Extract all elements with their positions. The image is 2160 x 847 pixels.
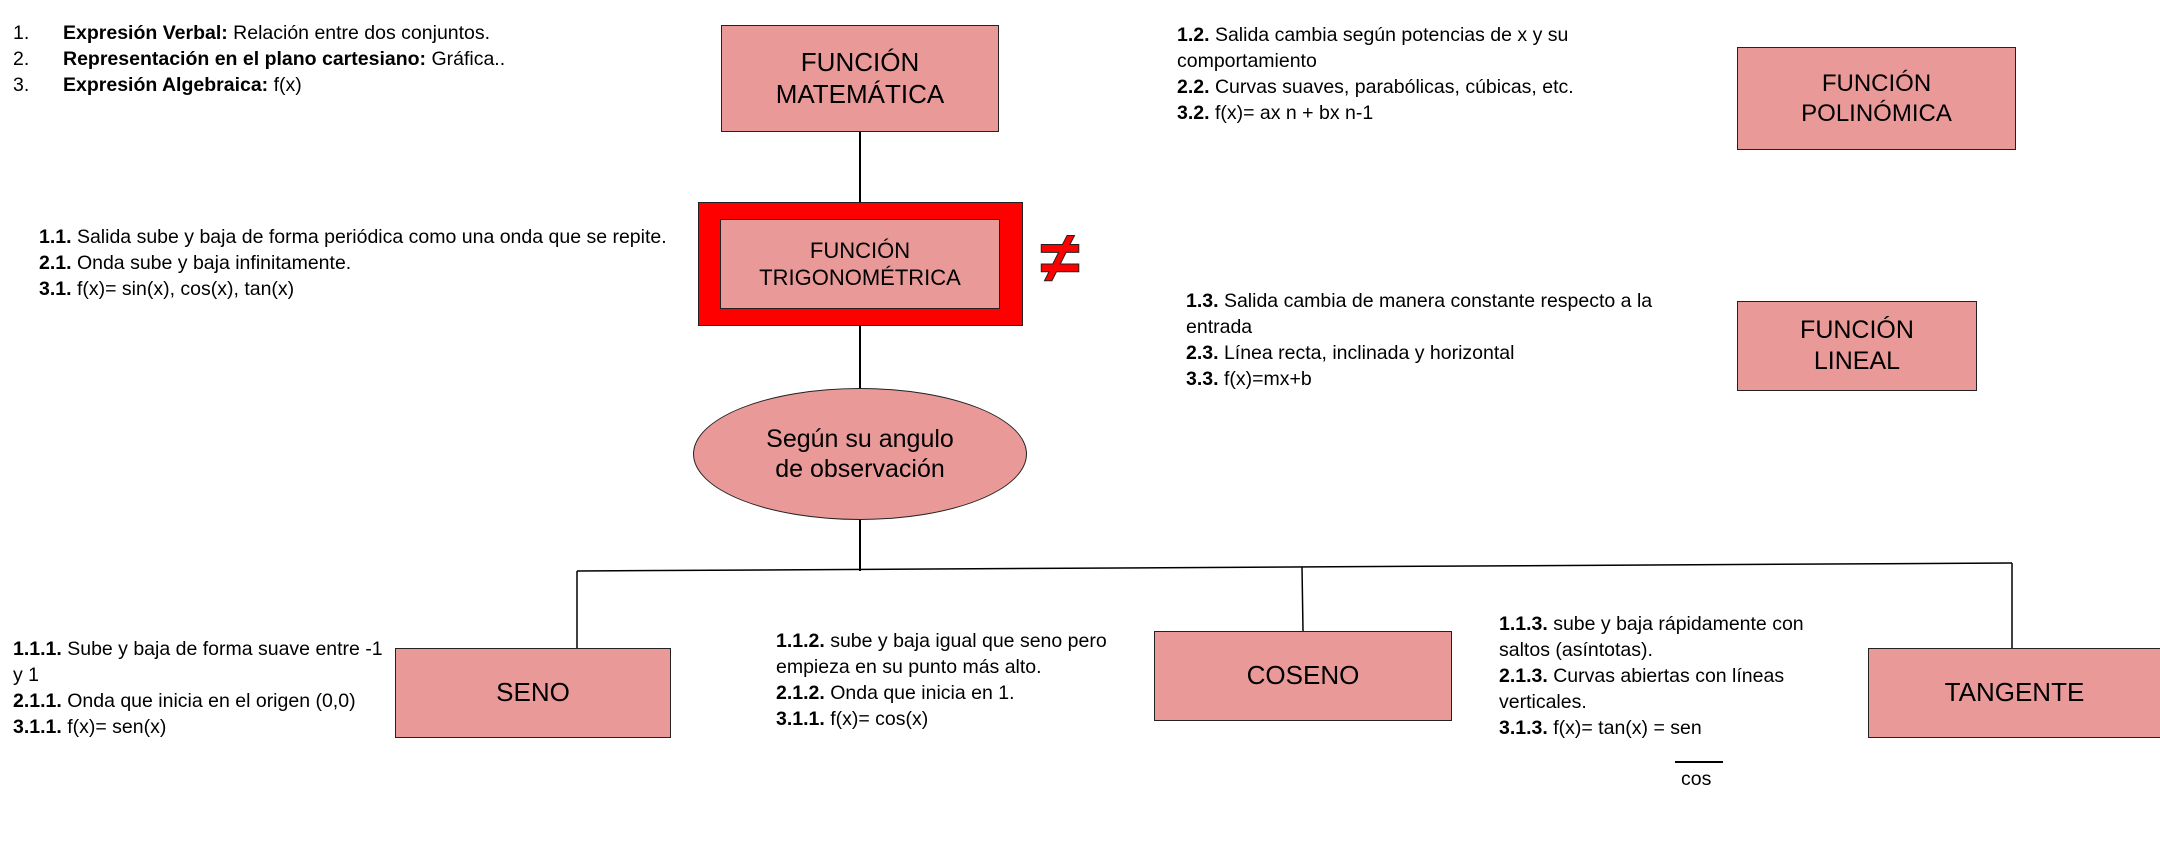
note-line: 3.2. f(x)= ax n + bx n-1 xyxy=(1177,102,1374,124)
connector-line xyxy=(859,495,861,571)
note-line: 1.1.3. sube y baja rápidamente con salto… xyxy=(1499,613,1804,661)
note-line: 3.1. f(x)= sin(x), cos(x), tan(x) xyxy=(39,278,295,300)
note-trigonometrica: 1.1. Salida sube y baja de forma periódi… xyxy=(39,224,669,302)
note-line: 2.1.3. Curvas abiertas con líneas vertic… xyxy=(1499,665,1785,713)
note-line: 2.1.2. Onda que inicia en 1. xyxy=(776,682,1015,704)
note-line: 1.1.1. Sube y baja de forma suave entre … xyxy=(13,638,383,686)
note-line: 1.1.2. sube y baja igual que seno pero e… xyxy=(776,630,1107,678)
note-line: 1.3. Salida cambia de manera constante r… xyxy=(1186,290,1653,338)
note-coseno: 1.1.2. sube y baja igual que seno pero e… xyxy=(776,628,1146,732)
note-line: 1.2. Salida cambia según potencias de x … xyxy=(1177,24,1569,72)
note-tangente: 1.1.3. sube y baja rápidamente con salto… xyxy=(1499,611,1849,741)
node-tangente: TANGENTE xyxy=(1868,648,2160,738)
note-line: 3.3. f(x)=mx+b xyxy=(1186,368,1312,390)
fraction-bar xyxy=(1675,761,1723,763)
note-line: 2.2. Curvas suaves, parabólicas, cúbicas… xyxy=(1177,76,1574,98)
connector-line xyxy=(859,132,861,202)
note-line: 2.1.1. Onda que inicia en el origen (0,0… xyxy=(13,690,356,712)
note-line: 3.1.1. f(x)= cos(x) xyxy=(776,708,929,730)
note-polinomica: 1.2. Salida cambia según potencias de x … xyxy=(1177,22,1637,126)
note-line: 2.1. Onda sube y baja infinitamente. xyxy=(39,252,352,274)
intro-list: 1.Expresión Verbal: Relación entre dos c… xyxy=(0,20,505,98)
not-equal-icon: ≠ xyxy=(1040,218,1081,299)
intro-item: 1.Expresión Verbal: Relación entre dos c… xyxy=(13,22,491,44)
node-coseno: COSENO xyxy=(1154,631,1452,721)
intro-item: 3.Expresión Algebraica: f(x) xyxy=(13,74,302,96)
note-lineal: 1.3. Salida cambia de manera constante r… xyxy=(1186,288,1696,392)
fraction-denominator: cos xyxy=(1681,768,1712,790)
connector-line xyxy=(859,326,861,388)
note-line: 3.1.1. f(x)= sen(x) xyxy=(13,716,167,738)
note-line: 2.3. Línea recta, inclinada y horizontal xyxy=(1186,342,1515,364)
note-line: 1.1. Salida sube y baja de forma periódi… xyxy=(39,226,667,248)
note-line: 3.1.3. f(x)= tan(x) = sen xyxy=(1499,717,1702,739)
note-seno: 1.1.1. Sube y baja de forma suave entre … xyxy=(13,636,395,740)
node-seno: SENO xyxy=(395,648,671,738)
intro-item: 2.Representación en el plano cartesiano:… xyxy=(13,48,506,70)
